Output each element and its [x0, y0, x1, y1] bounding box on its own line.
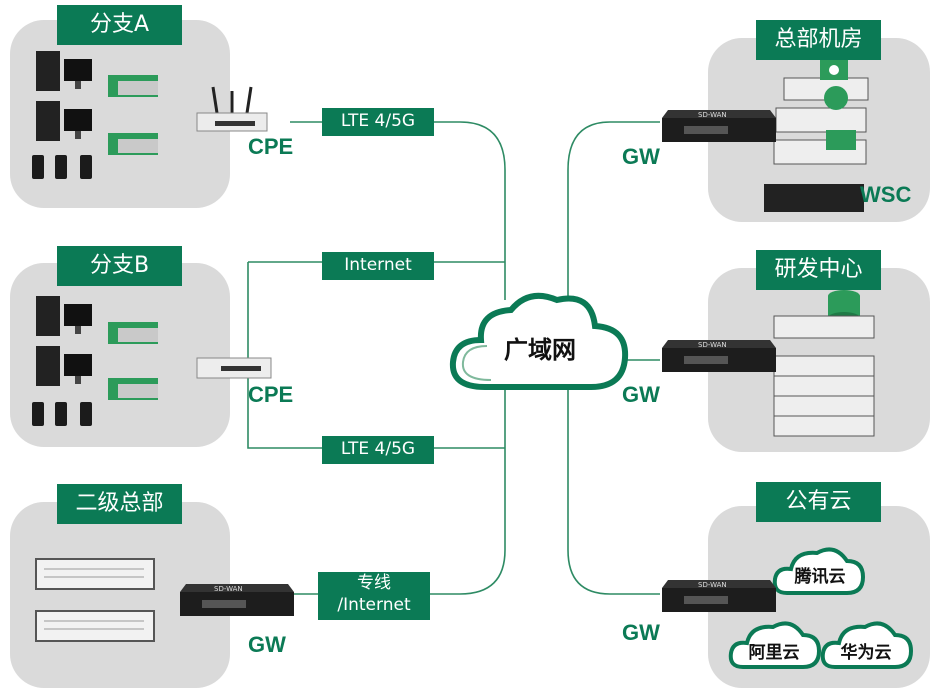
link-label-branch-a-lte: LTE 4/5G: [322, 108, 434, 136]
cloud-icon: [728, 621, 822, 669]
line-sub-hq: [290, 380, 506, 595]
sdwan-text: SD-WAN: [698, 581, 727, 589]
hq-room-servers: [764, 60, 869, 212]
label-sub-hq-gw: GW: [248, 632, 286, 657]
cpe-router-icon: [196, 86, 268, 132]
switch-icon: [108, 75, 158, 155]
cloud-label-huawei: 华为云: [840, 643, 892, 663]
label-wsc: WSC: [860, 182, 912, 207]
title-hq-room: 总部机房: [756, 20, 881, 60]
cloud-icon: [820, 621, 914, 669]
label-rnd-gw: GW: [622, 382, 660, 407]
title-branch-b: 分支B: [57, 246, 182, 286]
label-public-cloud-gw: GW: [622, 620, 660, 645]
server-icon: [35, 558, 155, 642]
cloud-label-tencent: 腾讯云: [794, 567, 846, 587]
sub-hq-servers: [35, 558, 155, 642]
branch-a-endpoints: [32, 51, 158, 179]
cloud-label-aliyun: 阿里云: [748, 643, 800, 663]
line-branch-a: [290, 121, 506, 300]
phone-icon: [32, 155, 92, 179]
public-cloud-icons: [728, 547, 914, 669]
rnd-servers: [773, 290, 875, 437]
title-sub-hq: 二级总部: [57, 484, 182, 524]
title-public-cloud: 公有云: [756, 482, 881, 522]
label-hq-room-gw: GW: [622, 144, 660, 169]
title-branch-a: 分支A: [57, 5, 182, 45]
server-stack-icon: [764, 77, 869, 212]
link-label-branch-b-internet: Internet: [322, 252, 434, 280]
folder-icon: [826, 130, 856, 150]
phone-icon: [32, 402, 92, 426]
line-right-trunk: [567, 121, 611, 595]
title-rnd: 研发中心: [756, 250, 881, 290]
browser-icon: [824, 86, 848, 110]
wan-cloud-icon: [449, 292, 629, 390]
server-rack-icon: [773, 315, 875, 437]
pc-icon: [36, 296, 92, 386]
label-branch-a-cpe: CPE: [248, 134, 294, 159]
cpe-box-icon: [196, 357, 272, 379]
link-sub-line1: 专线: [357, 573, 391, 593]
wan-label: 广域网: [504, 336, 576, 364]
sdwan-text: SD-WAN: [698, 111, 727, 119]
link-sub-line2: /Internet: [337, 595, 411, 615]
sdwan-text: SD-WAN: [214, 585, 243, 593]
label-branch-b-cpe: CPE: [248, 382, 294, 407]
pc-icon: [36, 51, 92, 141]
link-label-sub-hq: 专线 /Internet: [318, 572, 430, 620]
sub-hq-gw-icon: SD-WAN: [180, 584, 294, 616]
mail-icon: [820, 60, 848, 80]
switch-icon: [108, 322, 158, 400]
public-cloud-gw-icon: SD-WAN: [662, 580, 776, 612]
rnd-gw-icon: SD-WAN: [662, 340, 776, 372]
hq-room-gw-icon: SD-WAN: [662, 110, 776, 142]
cloud-icon: [772, 547, 866, 595]
sdwan-text: SD-WAN: [698, 341, 727, 349]
link-label-branch-b-lte: LTE 4/5G: [322, 436, 434, 464]
branch-b-endpoints: [32, 296, 158, 426]
